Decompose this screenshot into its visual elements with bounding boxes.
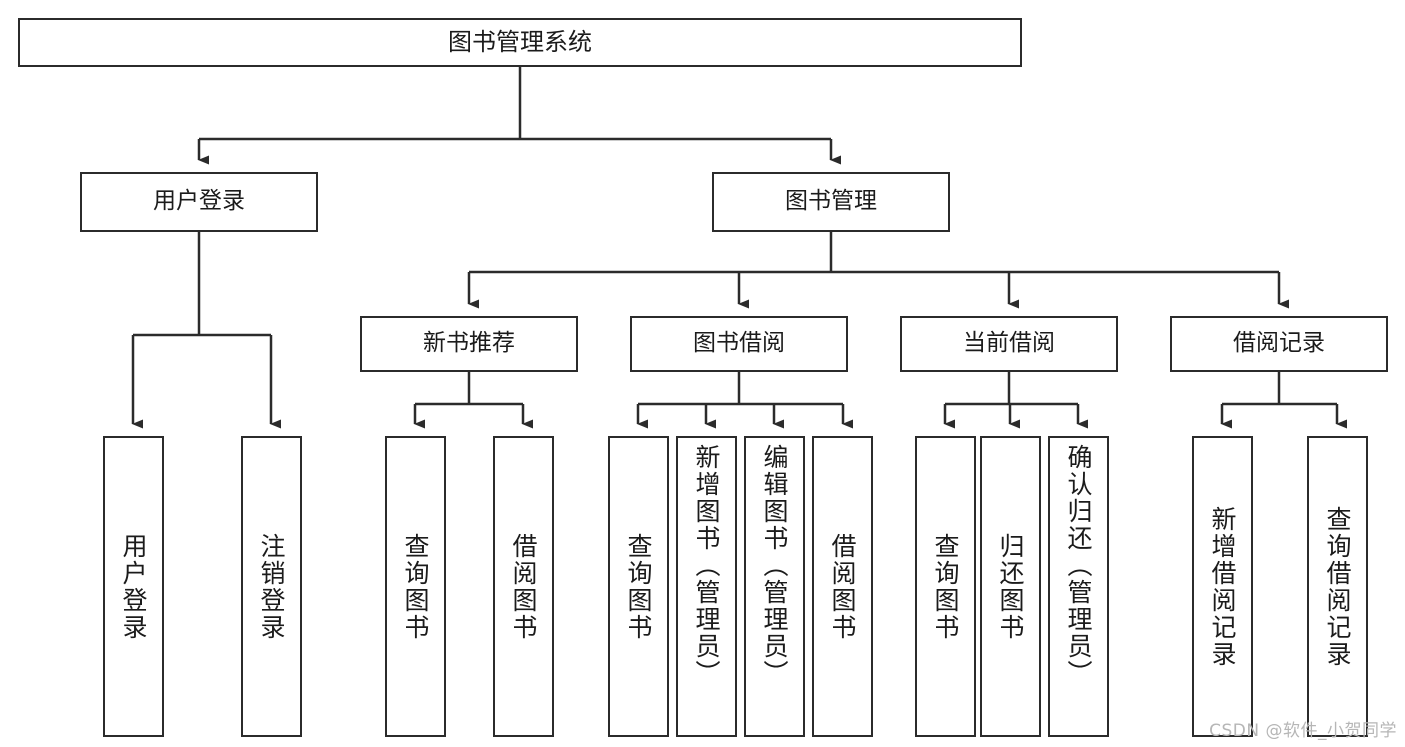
node-leaf-query-book-3[interactable]: 查询图书	[915, 436, 976, 737]
node-leaf-borrow-book-1[interactable]: 借阅图书	[493, 436, 554, 737]
node-leaf-add-book[interactable]: 新增图书（管理员）	[676, 436, 737, 737]
node-borrow-record[interactable]: 借阅记录	[1170, 316, 1388, 372]
node-leaf-edit-book-label: 编辑图书（管理员）	[760, 444, 789, 687]
node-leaf-add-record[interactable]: 新增借阅记录	[1192, 436, 1253, 737]
node-leaf-return-book-label: 归还图书	[996, 532, 1025, 641]
node-leaf-query-record-label: 查询借阅记录	[1323, 505, 1352, 668]
node-leaf-borrow-book-2[interactable]: 借阅图书	[812, 436, 873, 737]
node-leaf-user-login-label: 用户登录	[119, 532, 148, 641]
node-leaf-query-record[interactable]: 查询借阅记录	[1307, 436, 1368, 737]
node-book-management-label: 图书管理	[785, 188, 877, 215]
node-leaf-query-book-2-label: 查询图书	[624, 532, 653, 641]
node-current-borrow-label: 当前借阅	[963, 330, 1055, 357]
node-user-login[interactable]: 用户登录	[80, 172, 318, 232]
node-leaf-query-book-3-label: 查询图书	[931, 532, 960, 641]
node-new-book-recommend[interactable]: 新书推荐	[360, 316, 578, 372]
node-leaf-confirm-return[interactable]: 确认归还（管理员）	[1048, 436, 1109, 737]
node-book-borrow-label: 图书借阅	[693, 330, 785, 357]
node-leaf-borrow-book-1-label: 借阅图书	[509, 532, 538, 641]
node-leaf-query-book-1[interactable]: 查询图书	[385, 436, 446, 737]
node-borrow-record-label: 借阅记录	[1233, 330, 1325, 357]
node-current-borrow[interactable]: 当前借阅	[900, 316, 1118, 372]
node-leaf-query-book-1-label: 查询图书	[401, 532, 430, 641]
node-book-borrow[interactable]: 图书借阅	[630, 316, 848, 372]
node-leaf-add-record-label: 新增借阅记录	[1208, 505, 1237, 668]
node-root[interactable]: 图书管理系统	[18, 18, 1022, 67]
node-leaf-logout-login[interactable]: 注销登录	[241, 436, 302, 737]
node-leaf-return-book[interactable]: 归还图书	[980, 436, 1041, 737]
node-leaf-user-login[interactable]: 用户登录	[103, 436, 164, 737]
node-leaf-logout-login-label: 注销登录	[257, 532, 286, 641]
node-book-management[interactable]: 图书管理	[712, 172, 950, 232]
node-leaf-edit-book[interactable]: 编辑图书（管理员）	[744, 436, 805, 737]
node-user-login-label: 用户登录	[153, 188, 245, 215]
node-leaf-add-book-label: 新增图书（管理员）	[692, 444, 721, 687]
node-leaf-borrow-book-2-label: 借阅图书	[828, 532, 857, 641]
node-leaf-confirm-return-label: 确认归还（管理员）	[1064, 444, 1093, 687]
node-root-label: 图书管理系统	[448, 28, 592, 57]
node-new-book-recommend-label: 新书推荐	[423, 330, 515, 357]
node-leaf-query-book-2[interactable]: 查询图书	[608, 436, 669, 737]
